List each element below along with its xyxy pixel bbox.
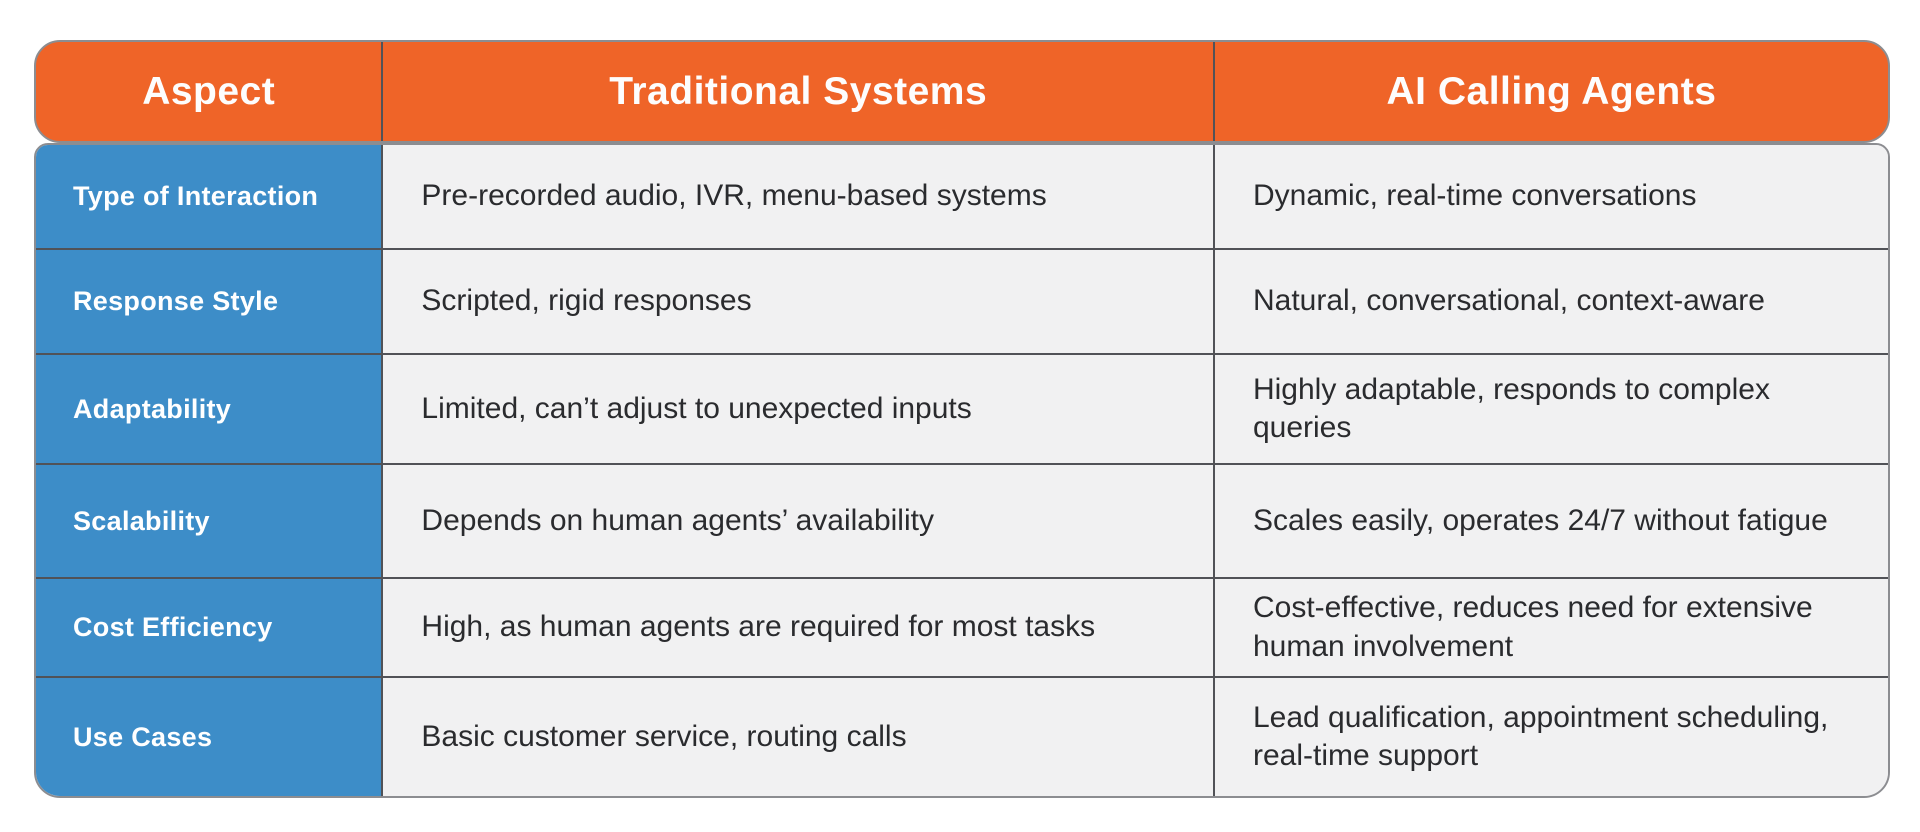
aspect-cell: Scalability xyxy=(36,465,384,577)
table-row-adaptability: Adaptability Limited, can’t adjust to un… xyxy=(36,355,1888,465)
table-header-row: Aspect Traditional Systems AI Calling Ag… xyxy=(34,40,1890,143)
ai-cell: Lead qualification, appointment scheduli… xyxy=(1214,678,1888,796)
traditional-cell: Scripted, rigid responses xyxy=(383,250,1215,353)
ai-cell: Cost-effective, reduces need for extensi… xyxy=(1214,579,1888,676)
traditional-cell: Limited, can’t adjust to unexpected inpu… xyxy=(383,355,1215,463)
header-traditional-systems: Traditional Systems xyxy=(383,42,1215,141)
aspect-cell: Response Style xyxy=(36,250,384,353)
ai-cell: Dynamic, real-time conversations xyxy=(1214,145,1888,248)
ai-cell: Scales easily, operates 24/7 without fat… xyxy=(1214,465,1888,577)
header-aspect: Aspect xyxy=(36,42,384,141)
table-row-cost-efficiency: Cost Efficiency High, as human agents ar… xyxy=(36,579,1888,678)
aspect-cell: Use Cases xyxy=(36,678,384,796)
table-row-type-of-interaction: Type of Interaction Pre-recorded audio, … xyxy=(36,145,1888,250)
traditional-cell: Depends on human agents’ availability xyxy=(383,465,1215,577)
traditional-cell: Basic customer service, routing calls xyxy=(383,678,1215,796)
aspect-cell: Cost Efficiency xyxy=(36,579,384,676)
traditional-cell: High, as human agents are required for m… xyxy=(383,579,1215,676)
aspect-cell: Adaptability xyxy=(36,355,384,463)
header-ai-calling-agents: AI Calling Agents xyxy=(1386,69,1717,113)
comparison-table: Aspect Traditional Systems AI Calling Ag… xyxy=(34,40,1890,798)
ai-cell: Highly adaptable, responds to complex qu… xyxy=(1214,355,1888,463)
table-body: Type of Interaction Pre-recorded audio, … xyxy=(34,143,1890,798)
traditional-cell: Pre-recorded audio, IVR, menu-based syst… xyxy=(383,145,1215,248)
table-row-response-style: Response Style Scripted, rigid responses… xyxy=(36,250,1888,355)
ai-cell: Natural, conversational, context-aware xyxy=(1214,250,1888,353)
aspect-cell: Type of Interaction xyxy=(36,145,384,248)
table-row-use-cases: Use Cases Basic customer service, routin… xyxy=(36,678,1888,796)
table-row-scalability: Scalability Depends on human agents’ ava… xyxy=(36,465,1888,579)
